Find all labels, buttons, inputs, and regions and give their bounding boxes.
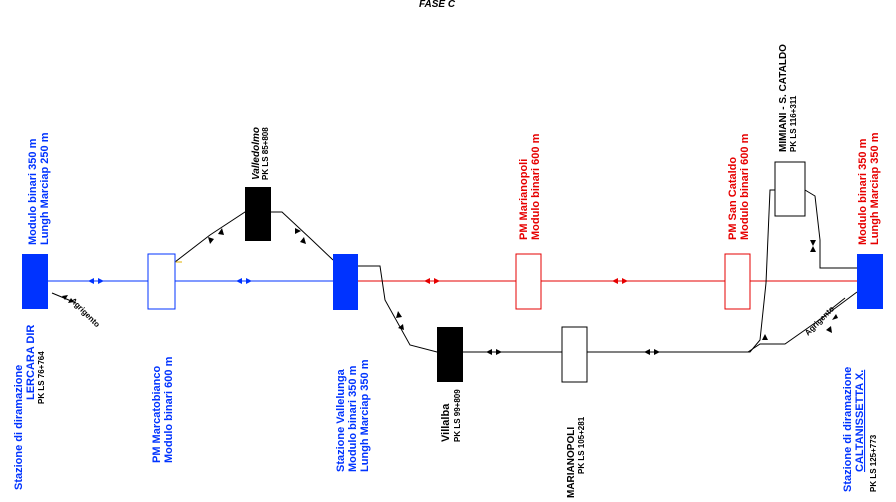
pm-sancataldo-label-1: PM San Cataldo xyxy=(727,157,739,240)
caltanissetta-module-1: Modulo binari 350 m xyxy=(857,138,869,245)
lercara-agrigento: Agrigento xyxy=(69,296,102,329)
agrigento-branch-east xyxy=(829,297,846,311)
marcatobianco-label-2: Modulo binari 600 m xyxy=(163,356,175,463)
caltanissetta-label-1: Stazione di diramazione xyxy=(842,367,854,492)
villalba-name: Villalba xyxy=(440,403,452,442)
mimiani-pk: PK LS 116+311 xyxy=(789,95,798,152)
villalba-block xyxy=(437,327,463,382)
blue-arrows xyxy=(88,278,252,284)
caltanissetta-station-block xyxy=(857,254,883,309)
valledolmo-name: Valledolmo xyxy=(251,127,262,180)
diagram-title: FASE C xyxy=(419,0,456,10)
lercara-module-2: Lungh Marciap 250 m xyxy=(39,132,51,245)
caltanissetta-pk: PK LS 125+773 xyxy=(869,434,878,492)
lercara-label-2: LERCARA DIR xyxy=(25,325,37,400)
valledolmo-block xyxy=(245,187,271,241)
red-arrows xyxy=(424,278,628,284)
vallelunga-label-2: Modulo binari 350 m xyxy=(347,365,359,472)
caltanissetta-label-2: CALTANISSETTA X. xyxy=(854,370,866,472)
marcatobianco-block xyxy=(147,253,176,310)
caltanissetta-branch-track xyxy=(747,291,858,353)
pm-marianopoli-label-2: Modulo binari 600 m xyxy=(530,133,542,240)
pm-sancataldo-label-2: Modulo binari 600 m xyxy=(739,133,751,240)
mimiani-block xyxy=(774,161,806,217)
mimiani-track xyxy=(804,189,857,269)
pm-sancataldo-block xyxy=(724,253,751,310)
marianopoli-name: MARIANOPOLI xyxy=(566,427,577,498)
vallelunga-label-1: Stazione Vallelunga xyxy=(335,368,347,472)
pm-marianopoli-label-1: PM Marianopoli xyxy=(518,159,530,240)
pm-marianopoli-block xyxy=(515,253,542,310)
lercara-station-block xyxy=(22,254,48,309)
vallelunga-label-3: Lungh Marciap 350 m xyxy=(359,359,371,472)
marianopoli-pk: PK LS 105+281 xyxy=(577,416,586,474)
valledolmo-pk: PK LS 85+808 xyxy=(261,127,270,180)
mimiani-name: MIMIANI - S. CATALDO xyxy=(778,44,789,152)
lercara-module-1: Modulo binari 350 m xyxy=(27,138,39,245)
villalba-pk: PK LS 99+809 xyxy=(453,389,462,442)
vallelunga-station-block xyxy=(333,254,358,310)
lercara-label-1: Stazione di diramazione xyxy=(13,365,25,490)
marcatobianco-label-1: PM Marcatobianco xyxy=(151,366,163,463)
marianopoli-block xyxy=(561,326,588,383)
caltanissetta-module-2: Lungh Marciap 350 m xyxy=(869,132,881,245)
lercara-pk: PK LS 76+764 xyxy=(37,351,46,404)
black-arrows xyxy=(62,228,838,355)
